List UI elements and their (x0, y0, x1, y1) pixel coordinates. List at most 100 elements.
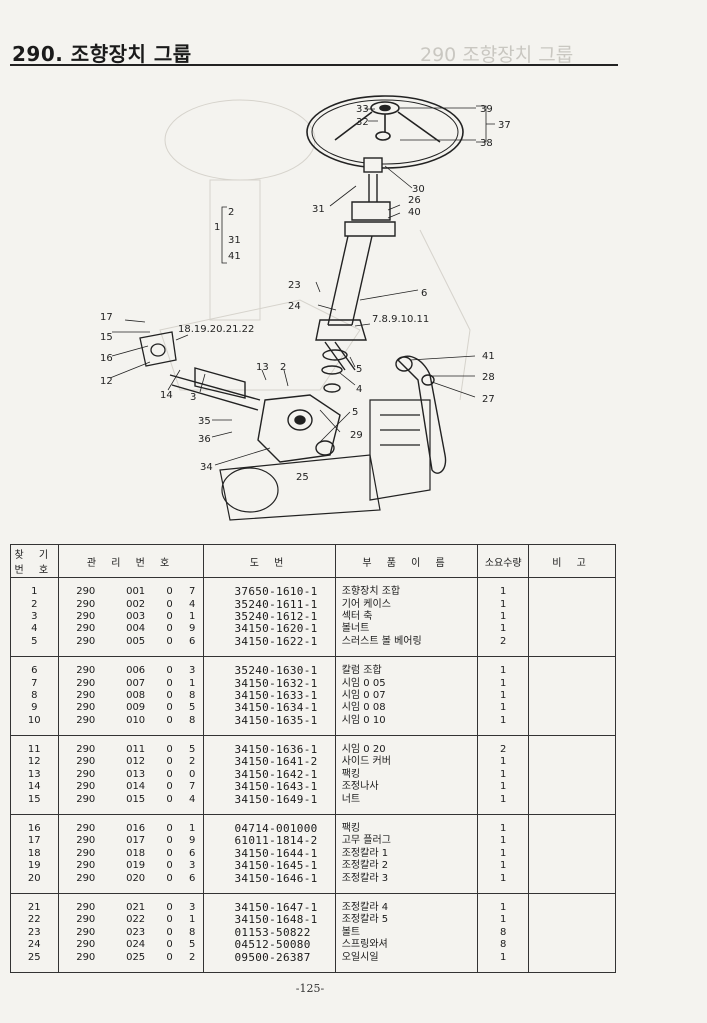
cell-b: 003 (126, 610, 146, 622)
cell-d: 5 (180, 735, 205, 757)
cell-c: 0 (166, 744, 173, 756)
cell-b: 019 (126, 860, 146, 872)
callout-label: 15 (100, 332, 113, 343)
cell-no: 20 (10, 872, 59, 894)
callout-label: 41 (228, 251, 241, 262)
cell-b: 004 (126, 623, 146, 635)
cell-a: 290 (57, 756, 113, 769)
cell-d: 1 (180, 914, 205, 927)
col-header-qty: 소요수량 (477, 544, 529, 578)
cell-b: 022 (126, 914, 146, 926)
cell-no: 16 (10, 814, 59, 836)
cell-qty: 1 (477, 893, 529, 915)
callout-label: 30 (412, 184, 425, 195)
col-header-mgmt-no: 관 리 번 호 (57, 544, 205, 578)
steering-wheel (306, 95, 464, 169)
cell-rem (527, 938, 617, 952)
cell-name: 시임 0 07 (334, 689, 479, 703)
cell-b: 017 (126, 835, 146, 847)
cell-name: 스프링와셔 (334, 938, 479, 952)
cell-rem (527, 872, 617, 894)
cell-a: 290 (57, 656, 113, 678)
cell-name: 너트 (334, 793, 479, 815)
callout-label: 39 (480, 104, 493, 115)
cell-qty: 1 (477, 577, 529, 599)
cell-pn: 34150-1644-1 (203, 847, 336, 861)
cell-qty: 1 (477, 623, 529, 636)
cell-no: 18 (10, 847, 59, 861)
cell-qty: 8 (477, 938, 529, 952)
callout-label: 13 (256, 362, 269, 373)
cell-b: 024 (126, 939, 146, 951)
cell-no: 14 (10, 781, 59, 794)
cell-d: 6 (180, 872, 205, 894)
cell-qty: 1 (477, 847, 529, 861)
cell-pn: 34150-1636-1 (203, 735, 336, 757)
cell-d: 1 (180, 677, 205, 690)
cell-no: 24 (10, 938, 59, 952)
cell-b: 014 (126, 781, 146, 793)
cell-rem (527, 926, 617, 939)
cell-pn: 34150-1645-1 (203, 860, 336, 873)
cell-pn: 04512-50080 (203, 938, 336, 952)
callout-label: 12 (100, 376, 113, 387)
cell-name: 볼너트 (334, 623, 479, 636)
cell-rem (527, 793, 617, 815)
callout-label: 36 (198, 434, 211, 445)
cell-c: 0 (166, 926, 173, 938)
cell-b: 001 (126, 586, 146, 598)
callout-label: 2 (228, 207, 234, 218)
cell-name: 섹터 축 (334, 610, 479, 624)
cell-c: 0 (166, 702, 173, 714)
cell-a: 290 (57, 835, 113, 848)
cell-rem (527, 635, 617, 657)
cell-rem (527, 623, 617, 636)
callout-label: 33 (356, 104, 369, 115)
cell-d: 6 (180, 847, 205, 861)
table-header-row: 찾 기 번 호 관 리 번 호 도 번 부 품 이 름 소요수량 비 고 (10, 544, 617, 578)
cell-rem (527, 814, 617, 836)
cell-a: 290 (57, 938, 113, 952)
cell-name: 시임 0 20 (334, 735, 479, 757)
cell-pn: 34150-1634-1 (203, 702, 336, 715)
cell-rem (527, 714, 617, 736)
cell-no: 19 (10, 860, 59, 873)
tractor-frame (219, 399, 431, 521)
callout-label: 2 (280, 362, 286, 373)
cell-name: 볼트 (334, 926, 479, 939)
cell-name: 조정칼라 3 (334, 872, 479, 894)
cell-no: 11 (10, 735, 59, 757)
cell-pn: 34150-1622-1 (203, 635, 336, 657)
callout-label: 16 (100, 353, 113, 364)
cell-d: 9 (180, 835, 205, 848)
cell-c: 0 (166, 768, 173, 780)
cell-d: 5 (180, 702, 205, 715)
cell-qty: 1 (477, 702, 529, 715)
cell-c: 0 (166, 598, 173, 610)
col-header-part-name: 부 품 이 름 (334, 544, 479, 578)
cell-c: 0 (166, 939, 173, 951)
cell-no: 12 (10, 756, 59, 769)
callout-label: 4 (356, 384, 362, 395)
cell-c: 0 (158, 951, 181, 973)
cell-qty: 1 (477, 781, 529, 794)
cell-no: 23 (10, 926, 59, 939)
cell-rem (527, 577, 617, 599)
page-number: -125- (295, 982, 325, 995)
callout-label: 7.8.9.10.11 (372, 314, 429, 325)
cell-pn: 34150-1635-1 (203, 714, 336, 736)
cell-c: 0 (166, 586, 173, 598)
cell-rem (527, 893, 617, 915)
